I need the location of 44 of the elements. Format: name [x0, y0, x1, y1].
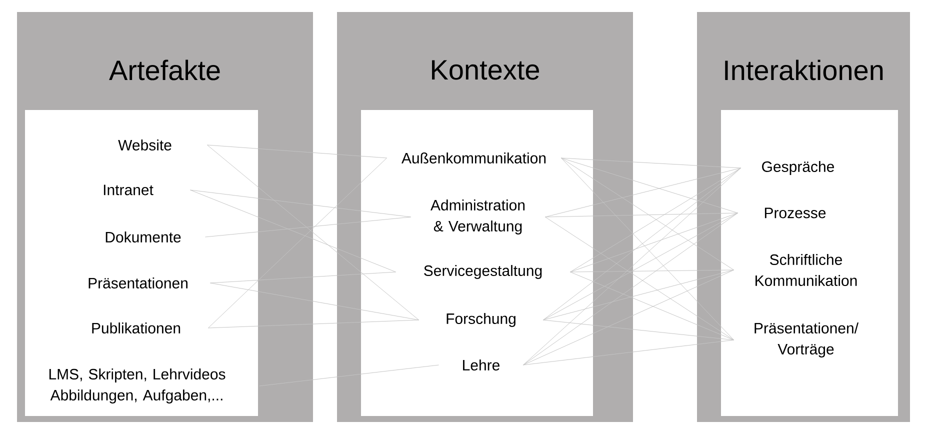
- item-label: Dokumente: [106, 231, 181, 242]
- connector-line: [544, 168, 742, 218]
- item-label: Publikationen: [92, 322, 180, 334]
- connector-line: [560, 158, 742, 168]
- connector-line: [522, 168, 742, 366]
- item-label: Lehre: [463, 359, 500, 370]
- connector-line: [204, 216, 412, 238]
- connector-line: [522, 212, 738, 366]
- connector-line: [570, 168, 742, 272]
- connector-line: [206, 144, 420, 320]
- connector-line: [560, 158, 738, 214]
- item-label: LMS, Skripten, Lehrvideos Abbildungen, Aufgaben,...: [49, 368, 226, 404]
- connector-line: [570, 270, 734, 272]
- connector-line: [190, 190, 412, 218]
- item-label: Website: [118, 139, 172, 150]
- connector-line: [542, 168, 742, 320]
- connector-line: [210, 272, 396, 284]
- connector-line: [190, 190, 396, 272]
- item-label: Intranet: [104, 184, 154, 196]
- connector-line: [542, 212, 738, 320]
- item-label: Administration & Verwaltung: [430, 200, 525, 234]
- connector-line: [544, 212, 738, 218]
- connector-line: [570, 212, 738, 272]
- item-label: Außenkommunikation: [402, 152, 546, 164]
- item-label: Schriftliche Kommunikation: [756, 254, 857, 286]
- connector-line: [560, 158, 734, 340]
- connector-line: [206, 144, 388, 158]
- connector-line: [208, 320, 420, 328]
- connector-line: [570, 272, 734, 340]
- item-label: Forschung: [446, 313, 516, 327]
- connector-line: [210, 282, 420, 320]
- connector-line: [542, 320, 734, 340]
- item-label: Präsentationen: [88, 277, 188, 288]
- connector-line: [544, 216, 734, 340]
- item-label: Präsentationen/ Vorträge: [754, 322, 859, 358]
- item-label: Gespräche: [762, 161, 834, 175]
- connector-line: [522, 340, 734, 366]
- connector-line: [560, 158, 734, 270]
- connector-line: [208, 158, 388, 328]
- connector-line: [542, 270, 734, 320]
- item-label: Servicegestaltung: [424, 265, 542, 279]
- item-label: Prozesse: [764, 208, 826, 218]
- connector-line: [258, 364, 440, 386]
- connector-line: [522, 270, 734, 366]
